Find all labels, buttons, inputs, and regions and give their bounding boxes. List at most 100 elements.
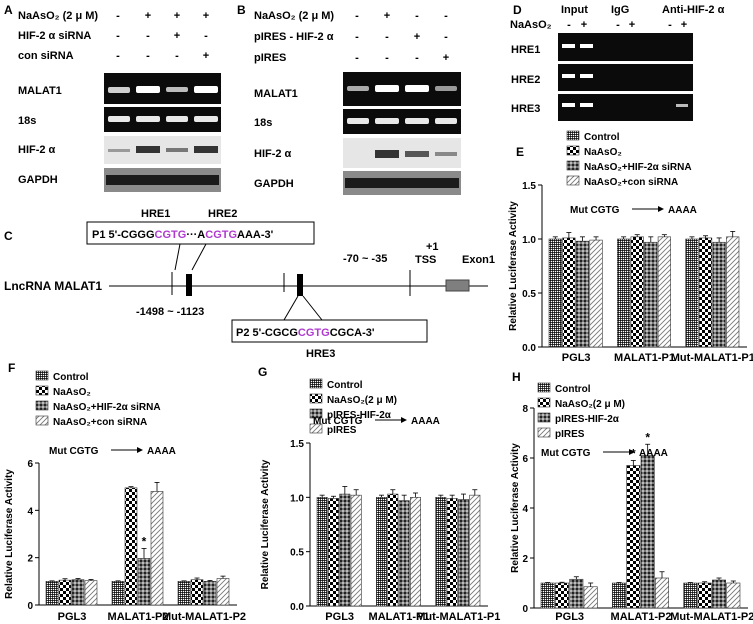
bar: [657, 236, 671, 348]
y-tick-label: 0.0: [290, 602, 304, 613]
bar: [683, 582, 698, 609]
bar: [644, 241, 658, 348]
bar: [458, 499, 469, 607]
d-band-label-hre2: HRE2: [511, 74, 540, 86]
d-sign: +: [681, 19, 687, 31]
y-axis-label: Relative Luciferase Activity: [508, 201, 519, 331]
mutation-target: AAAA: [668, 205, 697, 216]
legend-swatch: [566, 160, 580, 171]
legend-label: NaAsO₂: [53, 387, 91, 398]
c-exon-label: Exon1: [462, 254, 495, 266]
bar: [216, 578, 230, 606]
panel-h-letter: H: [512, 370, 521, 384]
bar: [435, 497, 447, 607]
x-category-label: MALAT1-P2: [611, 611, 672, 623]
x-category-label: PGL3: [58, 611, 87, 623]
b-sign: -: [415, 52, 419, 64]
bar: [350, 494, 362, 607]
b-sign: +: [443, 52, 449, 64]
bar: [410, 497, 421, 607]
bar: [569, 578, 584, 609]
c-hre2-label: HRE2: [208, 208, 237, 220]
significance-star: *: [631, 447, 636, 461]
x-category-label: Mut-MALAT1-P2: [162, 611, 246, 623]
panel-f-letter: F: [8, 361, 15, 375]
legend-label: NaAsO₂+con siRNA: [53, 417, 147, 428]
a-sign: +: [145, 10, 151, 22]
legend-swatch: [35, 370, 49, 381]
legend-label: NaAsO₂(2 μ M): [327, 395, 397, 406]
x-category-label: Mut-MALAT1-P1: [416, 611, 500, 623]
a-sign: -: [204, 30, 208, 42]
d-sign: -: [616, 19, 620, 31]
y-tick-label: 2: [522, 554, 528, 565]
bar: [630, 236, 644, 348]
bar: [685, 238, 699, 348]
x-category-label: MALAT1-P2: [108, 611, 169, 623]
b-sign: -: [415, 10, 419, 22]
bar: [626, 465, 641, 609]
c-p2-box: [231, 319, 428, 343]
a-sign: +: [203, 10, 209, 22]
bar: [111, 581, 125, 606]
legend-swatch: [566, 175, 580, 186]
c-p2-sequence: P2 5'-CGCGCGTGCGCA-3': [236, 327, 375, 339]
panel-e-letter: E: [516, 145, 524, 159]
b-band-label-malat1: MALAT1: [254, 88, 298, 100]
legend-label: Control: [53, 372, 89, 383]
panel-d-letter: D: [513, 3, 522, 17]
mutation-target: AAAA: [639, 448, 668, 459]
legend-swatch: [566, 130, 580, 141]
bar: [203, 581, 217, 606]
a-band-label-hif2a: HIF-2 α: [18, 144, 56, 156]
d-sign: +: [581, 19, 587, 31]
b-sign: -: [444, 10, 448, 22]
legend-label: Control: [327, 380, 363, 391]
c-p2-motif: CGTG: [298, 327, 330, 339]
b-band-label-gapdh: GAPDH: [254, 178, 294, 190]
d-band-label-hre3: HRE3: [511, 103, 540, 115]
bar: [583, 586, 598, 609]
y-tick-label: 0: [522, 604, 528, 615]
legend-swatch: [566, 145, 580, 156]
c-hre1-label: HRE1: [141, 208, 170, 220]
a-row-label-2: HIF-2 α siRNA: [18, 30, 91, 42]
c-p1-motif1: CGTG: [155, 229, 187, 241]
y-tick-label: 1.5: [290, 439, 304, 450]
b-band-label-18s: 18s: [254, 117, 272, 129]
mutation-annotation: Mut CGTG: [313, 416, 363, 427]
bar: [540, 582, 555, 609]
legend-swatch: [309, 423, 323, 434]
bar: [612, 582, 626, 609]
y-tick-label: 6: [522, 454, 528, 465]
a-band-label-gapdh: GAPDH: [18, 174, 58, 186]
c-tss-plus1: +1: [426, 241, 439, 253]
bar: [137, 558, 151, 606]
panel-a-letter: A: [4, 3, 13, 17]
significance-star: *: [645, 430, 650, 444]
a-sign: -: [116, 30, 120, 42]
panel-c-letter: C: [4, 229, 13, 243]
mutation-arrowhead: [137, 447, 143, 453]
legend-label: NaAsO₂+HIF-2α siRNA: [53, 402, 161, 413]
legend-swatch: [537, 382, 551, 393]
panel-b-letter: B: [237, 3, 246, 17]
legend-swatch: [35, 385, 49, 396]
y-axis-label: Relative Luciferase Activity: [510, 443, 521, 573]
x-category-label: Mut-MALAT1-P2: [670, 611, 753, 623]
bar: [640, 455, 655, 609]
y-tick-label: 4: [27, 506, 33, 517]
a-row-label-3: con siRNA: [18, 50, 74, 62]
legend-swatch: [35, 415, 49, 426]
legend-label: NaAsO₂: [584, 147, 622, 158]
legend-swatch: [35, 400, 49, 411]
x-category-label: PGL3: [562, 352, 591, 364]
c-p1-pre: P1 5'-CGGG: [92, 229, 155, 241]
c-p2-pre: P2 5'-CGCG: [236, 327, 298, 339]
c-range1: -1498 ~ -1123: [136, 306, 204, 318]
y-tick-label: 1.0: [522, 235, 536, 246]
c-p1-motif2: CGTG: [205, 229, 237, 241]
d-sign: -: [668, 19, 672, 31]
